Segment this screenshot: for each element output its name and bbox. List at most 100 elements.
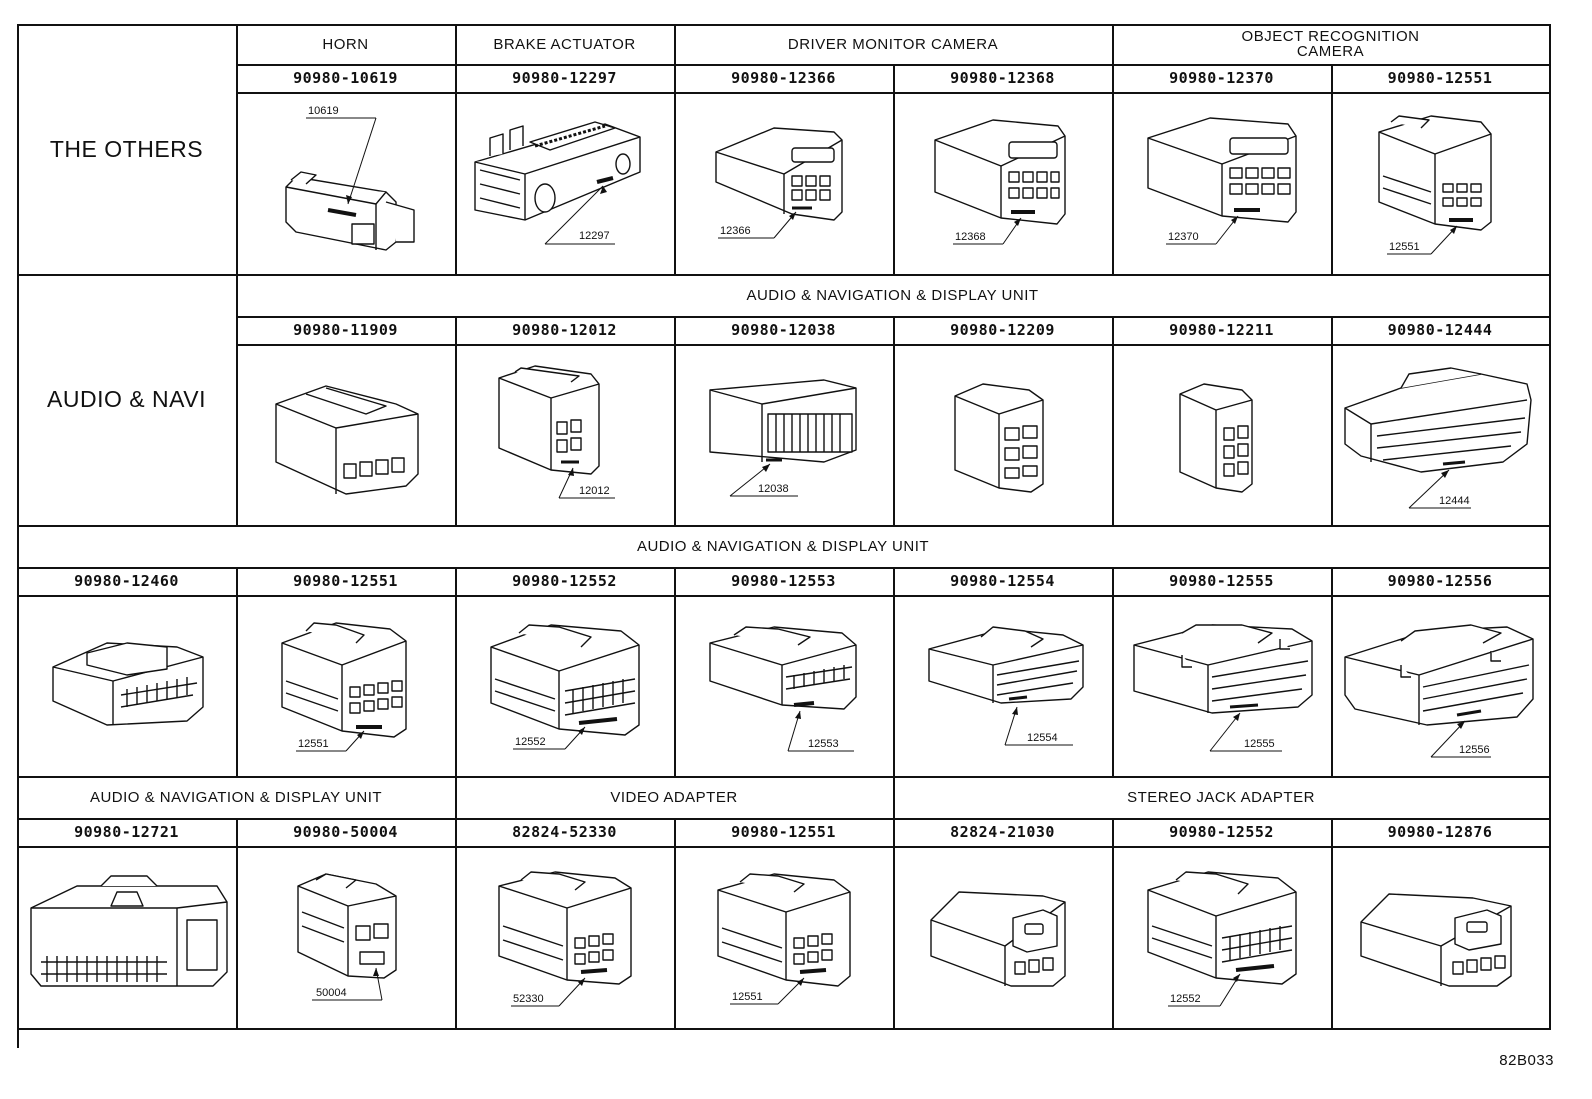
camera-connector-icon: 12368 <box>934 119 1066 245</box>
group-header: AUDIO & NAVIGATION & DISPLAY UNIT <box>236 274 1551 318</box>
reference-label: 12297 <box>579 230 610 242</box>
multi-pin-connector-icon <box>275 385 419 495</box>
wide-connector-icon: 12444 <box>1344 367 1532 509</box>
wide-connector-icon: 12553 <box>709 626 857 752</box>
connector-picture <box>1112 344 1333 527</box>
group-header: AUDIO & NAVIGATION & DISPLAY UNIT <box>17 776 457 820</box>
reference-label: 12012 <box>579 485 610 497</box>
drawing-id: 82B033 <box>1499 1052 1554 1069</box>
reference-label: 12556 <box>1459 744 1490 756</box>
multi-pin-connector-icon: 12551 <box>717 873 851 1005</box>
wide-connector-icon: 12554 <box>928 626 1084 746</box>
connector-picture: 10619 <box>236 92 457 276</box>
part-number: 90980-12209 <box>893 316 1114 346</box>
reference-label: 12554 <box>1027 732 1058 744</box>
connector-picture <box>893 846 1114 1030</box>
reference-label: 12038 <box>758 483 789 495</box>
part-number: 90980-12211 <box>1112 316 1333 346</box>
part-number: 90980-12366 <box>674 64 895 94</box>
connector-picture: 12038 <box>674 344 895 527</box>
part-number: 90980-12444 <box>1331 316 1551 346</box>
part-number: 90980-12553 <box>674 567 895 597</box>
connector-picture: 12551 <box>1331 92 1551 276</box>
connector-picture <box>893 344 1114 527</box>
part-number: 90980-12297 <box>455 64 676 94</box>
connector-picture: 12366 <box>674 92 895 276</box>
part-number: 90980-12460 <box>17 567 238 597</box>
group-header: BRAKE ACTUATOR <box>455 24 676 66</box>
part-number: 90980-12876 <box>1331 818 1551 848</box>
jack-connector-icon <box>930 891 1066 987</box>
multi-pin-connector-icon: 12038 <box>709 379 857 497</box>
multi-pin-connector-icon <box>1179 383 1253 493</box>
wide-connector-icon: 12555 <box>1133 624 1313 752</box>
camera-connector-icon: 12551 <box>1378 115 1492 255</box>
group-header: VIDEO ADAPTER <box>455 776 895 820</box>
part-number: 90980-50004 <box>236 818 457 848</box>
connector-picture <box>236 344 457 527</box>
reference-label: 12552 <box>1170 993 1201 1005</box>
connector-picture: 12370 <box>1112 92 1333 276</box>
part-number: 90980-12551 <box>1331 64 1551 94</box>
part-number: 90980-12552 <box>1112 818 1333 848</box>
jack-connector-icon <box>1360 893 1512 987</box>
reference-label: 12555 <box>1244 738 1275 750</box>
part-number: 90980-12370 <box>1112 64 1333 94</box>
reference-label: 12368 <box>955 231 986 243</box>
group-header: HORN <box>236 24 457 66</box>
multi-pin-connector-icon <box>52 642 204 726</box>
part-number: 90980-12038 <box>674 316 895 346</box>
connector-picture: 12551 <box>674 846 895 1030</box>
reference-label: 52330 <box>513 993 544 1005</box>
part-number: 90980-12551 <box>674 818 895 848</box>
wide-connector-icon: 12556 <box>1344 624 1534 758</box>
part-number: 82824-52330 <box>455 818 676 848</box>
connector-picture: 12553 <box>674 595 895 778</box>
connector-picture: 50004 <box>236 846 457 1030</box>
part-number: 90980-12556 <box>1331 567 1551 597</box>
reference-label: 12551 <box>298 738 329 750</box>
reference-label: 12551 <box>1389 241 1420 253</box>
connector-picture: 12554 <box>893 595 1114 778</box>
part-number: 90980-12552 <box>455 567 676 597</box>
part-number: 90980-12721 <box>17 818 238 848</box>
connector-picture: 12556 <box>1331 595 1551 778</box>
connector-picture: 12444 <box>1331 344 1551 527</box>
reference-label: 12444 <box>1439 495 1470 507</box>
connector-picture: 12552 <box>1112 846 1333 1030</box>
part-number: 90980-12368 <box>893 64 1114 94</box>
connector-picture: 12012 <box>455 344 676 527</box>
camera-connector-icon: 12366 <box>715 127 843 239</box>
reference-label: 50004 <box>316 987 347 999</box>
small-connector-icon: 50004 <box>297 873 397 1001</box>
reference-label: 12553 <box>808 738 839 750</box>
reference-label: 10619 <box>308 105 339 117</box>
connector-picture: 12368 <box>893 92 1114 276</box>
multi-pin-connector-icon <box>954 383 1044 493</box>
reference-label: 12366 <box>720 225 751 237</box>
connector-picture: 12555 <box>1112 595 1333 778</box>
wide-connector-icon <box>30 875 228 987</box>
brake-actuator-connector-icon: 12297 <box>474 121 641 245</box>
multi-pin-connector-icon: 12552 <box>490 624 640 750</box>
part-number: 90980-12555 <box>1112 567 1333 597</box>
group-header: AUDIO & NAVIGATION & DISPLAY UNIT <box>17 525 1551 569</box>
group-header: STEREO JACK ADAPTER <box>893 776 1551 820</box>
multi-pin-connector-icon: 12012 <box>498 365 615 499</box>
part-number: 90980-12012 <box>455 316 676 346</box>
multi-pin-connector-icon: 12552 <box>1147 871 1297 1007</box>
reference-label: 12552 <box>515 736 546 748</box>
connector-picture: 12551 <box>236 595 457 778</box>
horn-connector-icon: 10619 <box>285 105 415 251</box>
multi-pin-connector-icon: 12551 <box>281 622 407 752</box>
category-label: THE OTHERS <box>17 24 238 276</box>
category-label: AUDIO & NAVI <box>17 274 238 527</box>
part-number: 90980-10619 <box>236 64 457 94</box>
connector-picture: 12297 <box>455 92 676 276</box>
group-header: DRIVER MONITOR CAMERA <box>674 24 1114 66</box>
multi-pin-connector-icon: 52330 <box>498 871 632 1007</box>
camera-connector-icon: 12370 <box>1147 117 1297 245</box>
part-number: 82824-21030 <box>893 818 1114 848</box>
